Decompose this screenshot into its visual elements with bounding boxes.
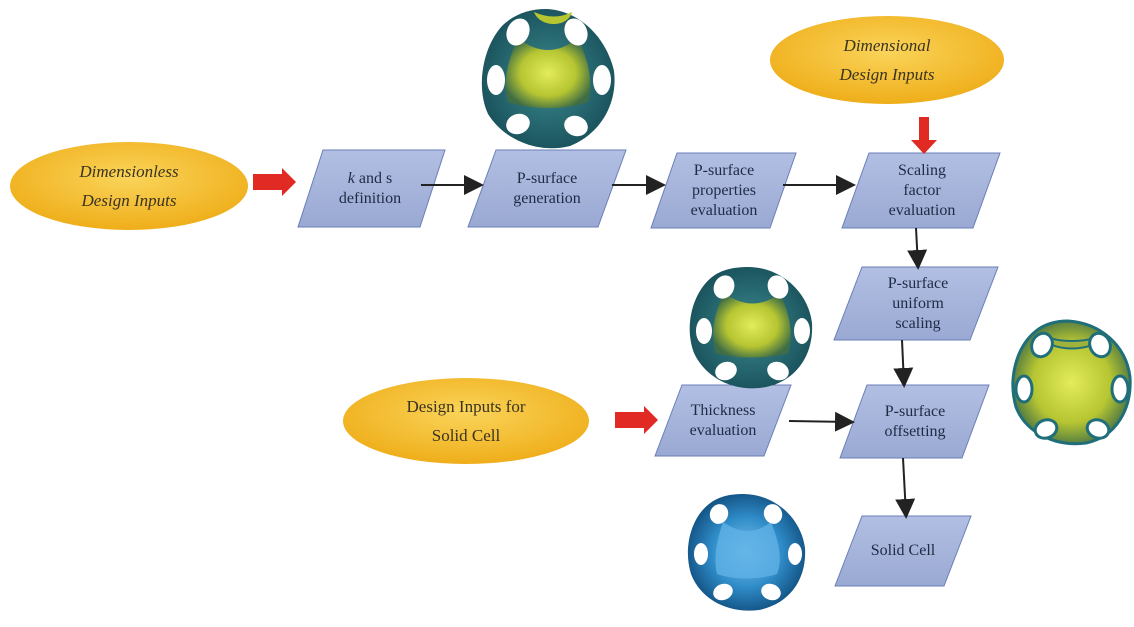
- step-properties-line3: evaluation: [690, 201, 758, 219]
- step-offsetting-line1: P-surface: [884, 402, 946, 420]
- step-offsetting-line2: offsetting: [884, 422, 946, 440]
- k-s-rest: and s: [354, 169, 393, 187]
- step-uniform-scaling-label: P-surface uniform scaling: [848, 267, 988, 340]
- generation-suffix: surface: [531, 169, 578, 187]
- step-k-s-line2: definition: [338, 189, 402, 207]
- step-offsetting-label: P-surface offsetting: [850, 385, 980, 458]
- step-properties-evaluation: [650, 152, 797, 229]
- oval-dimensional-label: Dimensional Design Inputs: [770, 16, 1004, 104]
- step-scaling-factor: [841, 152, 1001, 229]
- oval-dimensionless-label: Dimensionless Design Inputs: [12, 142, 246, 230]
- generation-prefix: P-: [516, 169, 532, 187]
- oval-solid-inputs-line1: Design Inputs for: [406, 397, 526, 416]
- step-uniform-scaling-line3: scaling: [895, 314, 941, 332]
- p-surface-image-offset: [1011, 319, 1132, 446]
- p-surface-image-middle: [689, 267, 813, 389]
- step-thickness-line1: Thickness: [690, 401, 756, 419]
- flow-arrow-7: [895, 457, 916, 519]
- step-properties-line1: P-surface: [693, 161, 755, 179]
- k-symbol: k: [347, 169, 355, 187]
- oval-dimensionless-line2: Design Inputs: [81, 191, 177, 210]
- oval-dimensional-line2: Design Inputs: [839, 65, 935, 84]
- step-thickness-label: Thickness evaluation: [664, 385, 782, 456]
- input-arrow-dimensional: [911, 117, 937, 154]
- oval-dimensional: [770, 16, 1004, 104]
- step-k-s-label: k and s definition: [305, 150, 435, 227]
- step-generation-label: P-surface generation: [478, 150, 616, 227]
- step-uniform-scaling-line1: P-surface: [887, 274, 949, 292]
- step-solid-cell-line1: Solid Cell: [870, 542, 936, 559]
- step-solid-cell-label: Solid Cell: [845, 516, 961, 586]
- step-scaling-factor-line3: evaluation: [888, 201, 956, 219]
- oval-solid-inputs-label: Design Inputs for Solid Cell: [343, 378, 589, 464]
- step-k-s-definition: [297, 149, 446, 228]
- input-arrow-dimensionless: [253, 168, 296, 196]
- p-surface-image-top: [481, 9, 615, 149]
- flow-arrow-4: [907, 227, 928, 270]
- oval-dimensional-line1: Dimensional: [843, 36, 931, 55]
- oval-solid-inputs-line2: Solid Cell: [431, 426, 501, 445]
- solid-cell-image: [687, 494, 806, 611]
- step-k-s-line1: k and s: [348, 169, 392, 189]
- step-p-surface-generation: [467, 149, 627, 228]
- oval-dimensionless: [10, 142, 248, 230]
- step-uniform-scaling: [833, 266, 999, 341]
- step-offsetting: [839, 384, 990, 459]
- step-uniform-scaling-line2: uniform: [892, 294, 944, 312]
- input-arrow-solid: [615, 406, 658, 434]
- step-thickness-line2: evaluation: [689, 421, 757, 439]
- step-scaling-factor-line2: factor: [903, 181, 941, 199]
- step-generation-line1: P-surface: [517, 169, 577, 189]
- oval-dimensionless-line1: Dimensionless: [79, 162, 179, 181]
- step-properties-label: P-surface properties evaluation: [660, 153, 788, 228]
- step-solid-cell: [834, 515, 972, 587]
- step-generation-line2: generation: [513, 189, 581, 207]
- flow-arrow-6: [788, 411, 855, 432]
- oval-solid-inputs: [343, 378, 589, 464]
- step-scaling-factor-line1: Scaling: [898, 161, 946, 179]
- step-properties-line2: properties: [692, 181, 756, 199]
- flow-arrow-5: [893, 339, 914, 388]
- step-scaling-factor-label: Scaling factor evaluation: [852, 153, 992, 228]
